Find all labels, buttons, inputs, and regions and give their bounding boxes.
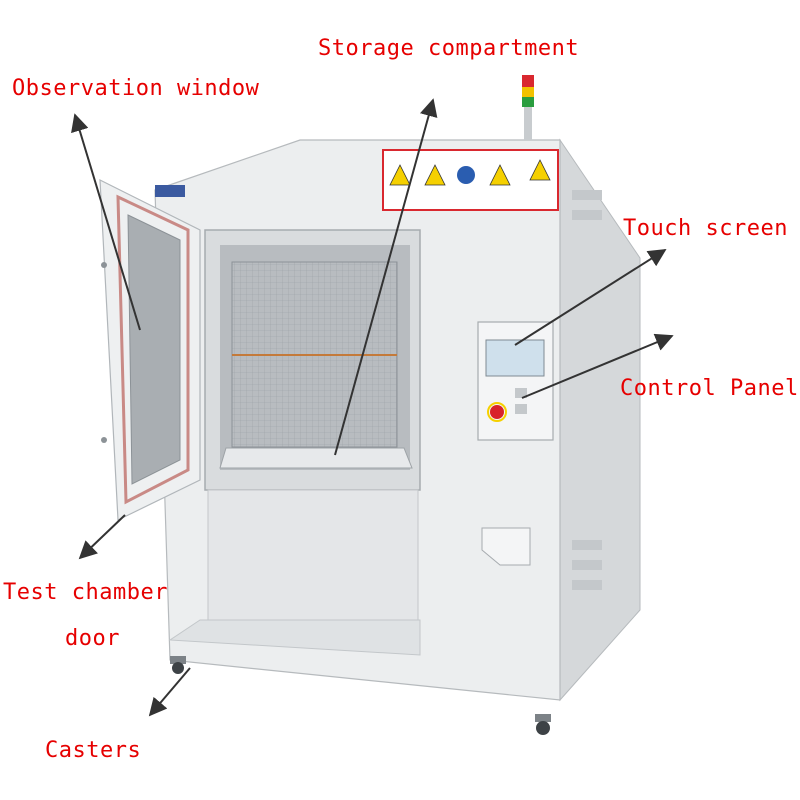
warning-sticker-icon xyxy=(389,164,411,186)
service-hatch xyxy=(481,527,531,566)
chamber-shelf xyxy=(219,447,413,469)
label-test-chamber-door-line2: door xyxy=(65,626,120,651)
warning-sticker-icon xyxy=(424,164,446,186)
arrow-casters xyxy=(148,667,191,717)
arrow-test-chamber-door xyxy=(78,514,126,560)
label-storage-compartment: Storage compartment xyxy=(318,36,580,61)
arrow-observation-window xyxy=(71,113,141,331)
caster-wheel-icon xyxy=(535,714,551,735)
label-observation-window: Observation window xyxy=(12,76,260,101)
arrow-control-panel xyxy=(521,333,674,399)
warning-sticker-icon xyxy=(489,164,511,186)
warning-stickers xyxy=(382,149,559,211)
beacon-light-icon xyxy=(522,75,534,140)
estop-button-icon xyxy=(487,402,507,422)
base-recess xyxy=(168,619,421,656)
door-gasket xyxy=(116,194,190,505)
touch-screen xyxy=(485,339,545,377)
label-test-chamber-door-line1: Test chamber xyxy=(3,580,168,605)
label-control-panel: Control Panel xyxy=(620,376,799,401)
warning-sticker-icon xyxy=(529,159,551,181)
warning-sticker-icon xyxy=(457,166,475,184)
lower-panel xyxy=(207,489,419,621)
label-touch-screen: Touch screen xyxy=(623,216,788,241)
arrow-storage-compartment xyxy=(334,98,438,456)
arrow-touch-screen xyxy=(514,249,667,346)
caster-wheel-icon xyxy=(170,656,186,674)
label-casters: Casters xyxy=(45,738,142,763)
observation-window xyxy=(127,214,181,485)
